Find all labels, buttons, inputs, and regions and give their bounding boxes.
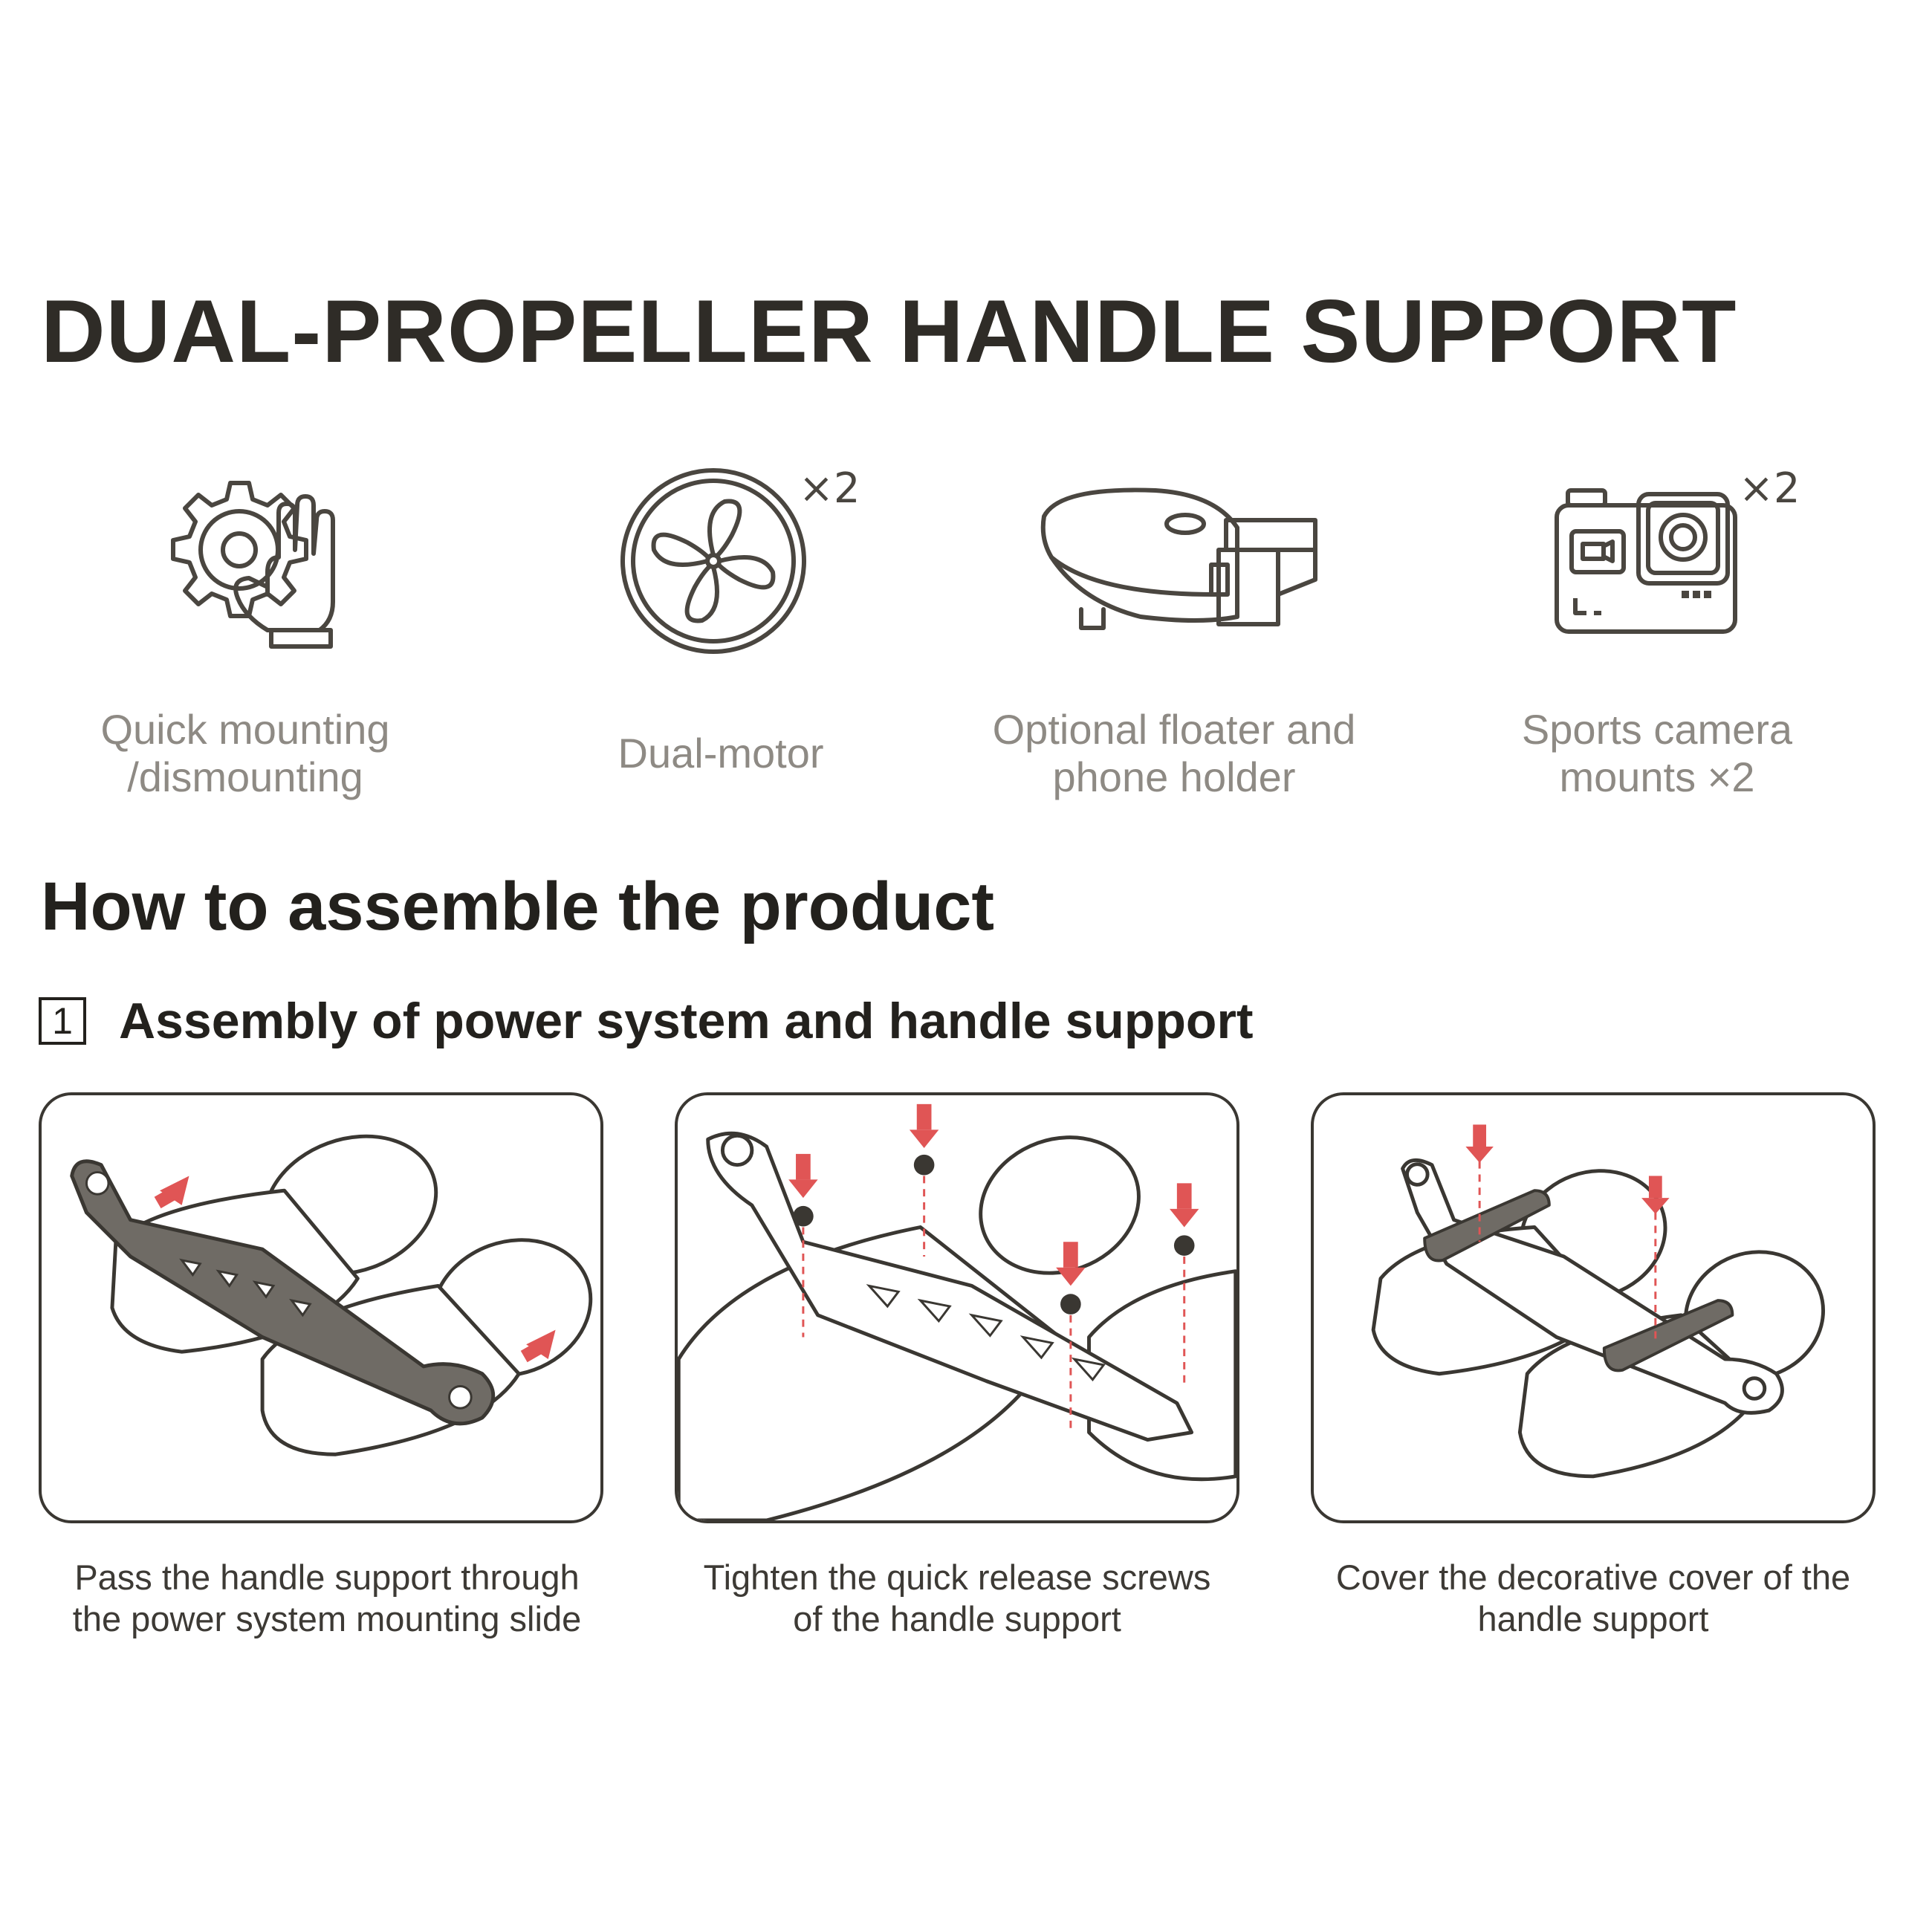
step-number-box: 1 <box>39 997 86 1045</box>
step-caption-3: Cover the decorative cover of the handle… <box>1335 1557 1851 1638</box>
multiplier-camera: ×2 <box>1739 464 1800 513</box>
step-illustration-2 <box>675 1092 1239 1523</box>
feature-label-floater-phone: Optional floater and phone holder <box>992 706 1356 800</box>
step-caption-2: Tighten the quick release screws of the … <box>703 1557 1211 1638</box>
feature-label-sports-camera: Sports camera mounts ×2 <box>1521 706 1793 800</box>
feature-label-quick-mounting: Quick mounting /dismounting <box>100 706 390 800</box>
sports-camera-icon <box>1553 487 1739 635</box>
step-caption-1: Pass the handle support through the powe… <box>72 1557 582 1638</box>
gear-hand-icon <box>156 468 349 654</box>
floater-phone-holder-icon <box>1037 483 1334 646</box>
page-title: DUAL-PROPELLER HANDLE SUPPORT <box>41 282 1737 381</box>
step-title: Assembly of power system and handle supp… <box>119 993 1254 1049</box>
multiplier-dual-motor: ×2 <box>799 464 860 513</box>
assembly-heading: How to assemble the product <box>41 869 995 944</box>
propeller-icon <box>620 468 806 654</box>
step-illustration-1 <box>39 1092 603 1523</box>
feature-label-dual-motor: Dual-motor <box>617 730 824 777</box>
step-number: 1 <box>52 1000 73 1042</box>
step-illustration-3 <box>1311 1092 1876 1523</box>
